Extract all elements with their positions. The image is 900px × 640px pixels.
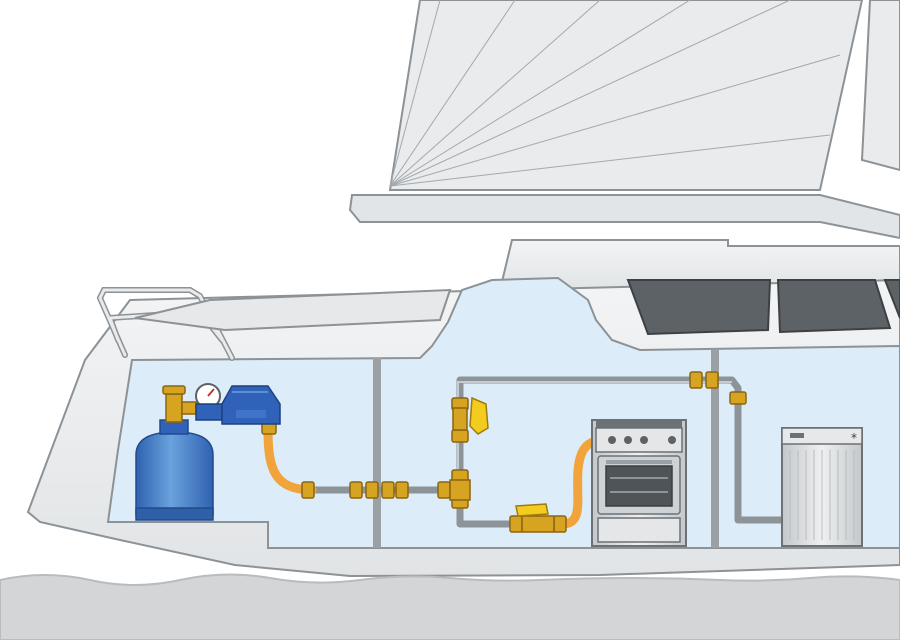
valve-handle [469, 396, 489, 435]
cylinder-icon [135, 431, 214, 516]
drawer [597, 517, 681, 543]
pipe-highlight [457, 381, 732, 478]
bulkhead-posts [373, 350, 719, 548]
sail-seams [389, 0, 841, 187]
window [776, 279, 892, 334]
tee-fitting [449, 479, 471, 501]
water [0, 573, 900, 640]
vent-lines [789, 450, 855, 540]
cabin-windows [626, 279, 900, 336]
window [626, 279, 772, 336]
appliance-cabinet: * [781, 427, 863, 547]
gas-cylinder [135, 385, 214, 521]
stove-oven [591, 419, 687, 547]
valve-handle [515, 503, 549, 517]
sail [348, 0, 900, 240]
regulator [195, 385, 281, 425]
window [883, 279, 900, 319]
cabin-interior [106, 276, 900, 549]
boom [348, 194, 900, 240]
knobs [608, 436, 676, 444]
deck-surface [134, 288, 452, 332]
shut-off-valve [452, 396, 489, 435]
shut-off-valve [515, 503, 555, 533]
cylinder-valve [165, 393, 183, 423]
asterisk-icon: * [851, 431, 857, 445]
oven-window [605, 465, 673, 507]
